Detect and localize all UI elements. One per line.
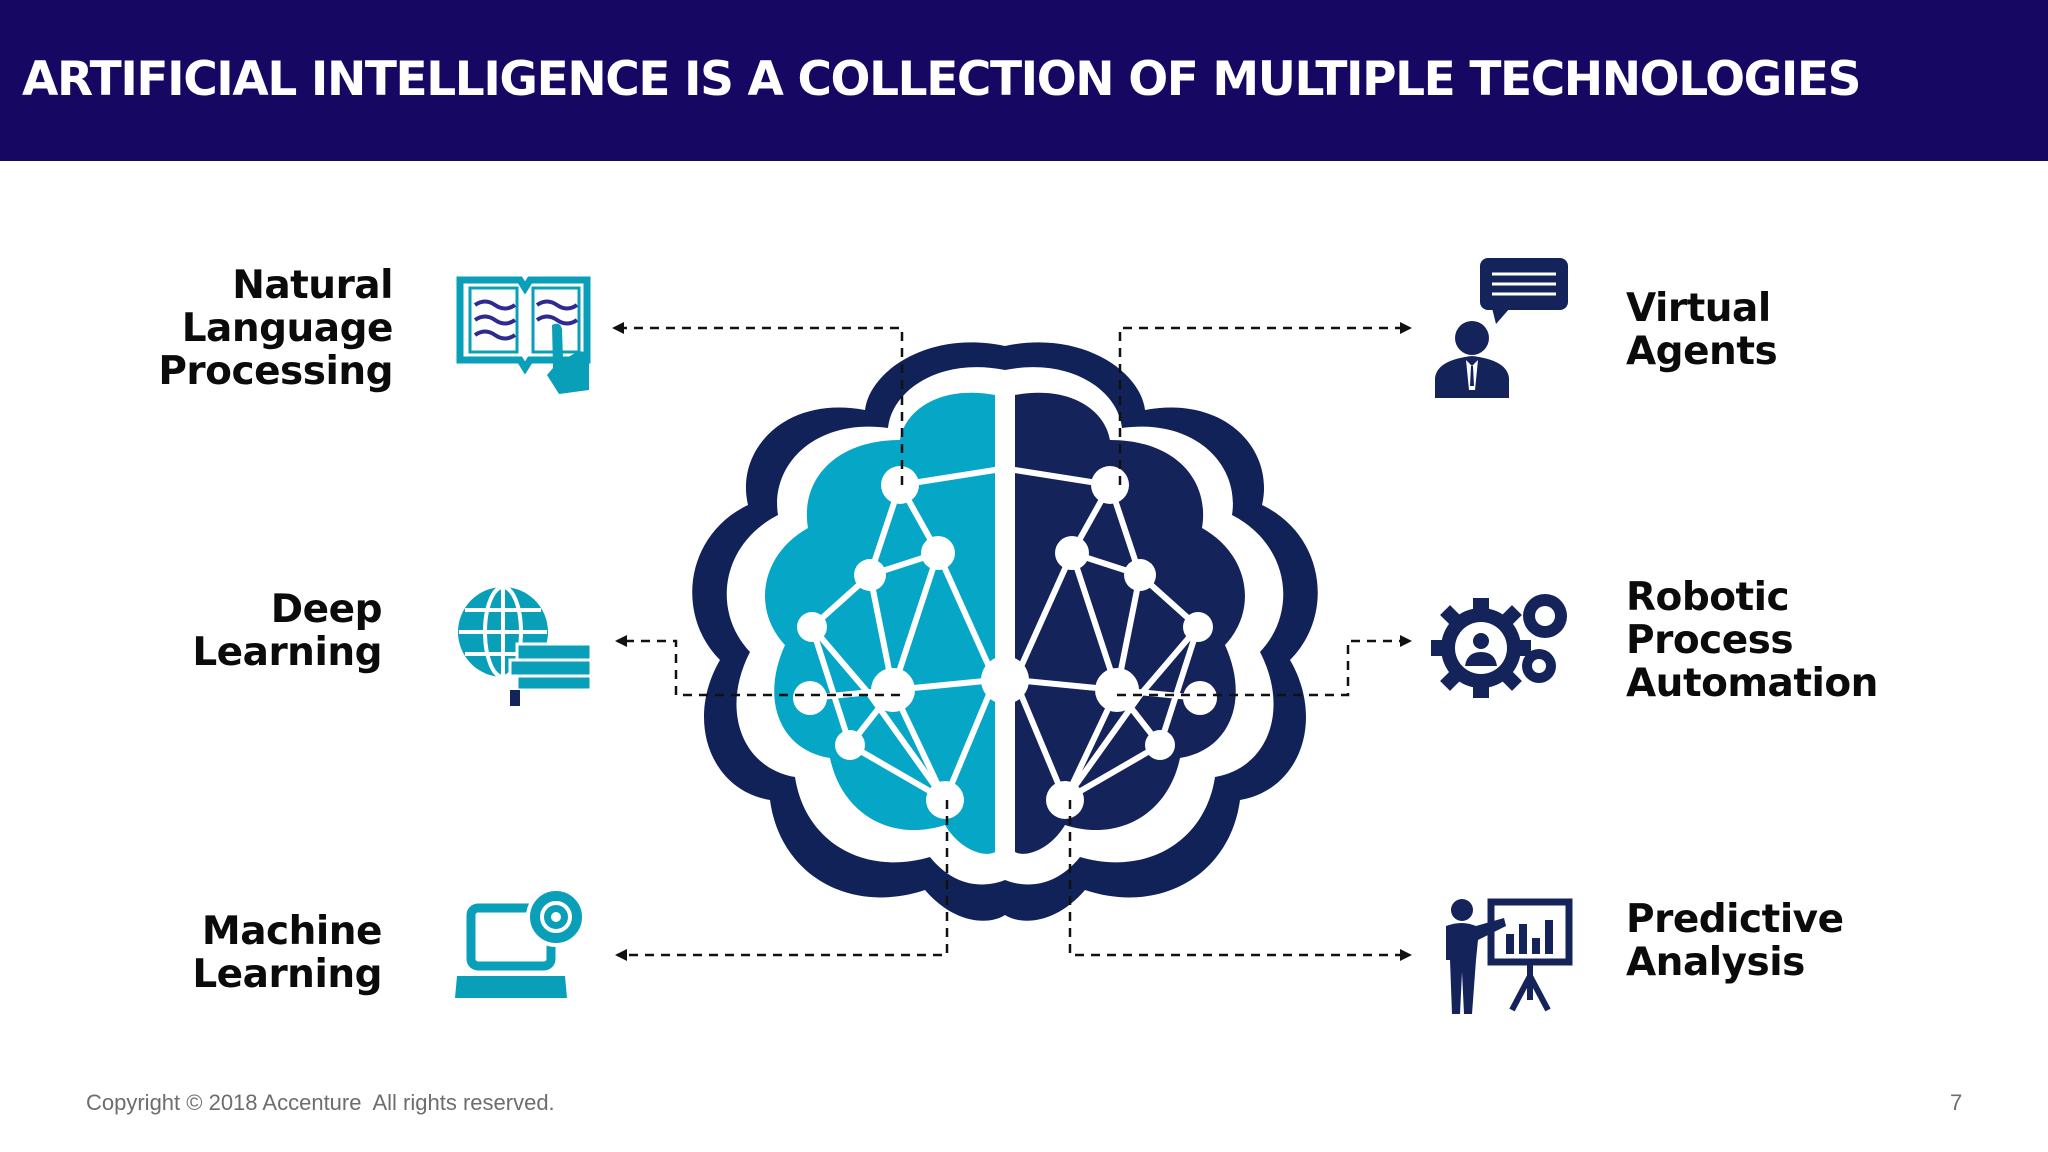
- label-line: Learning: [120, 953, 382, 996]
- label-robotic-process-automation: Robotic Process Automation: [1626, 576, 2006, 705]
- presenter-chart-icon: [1446, 899, 1569, 1014]
- label-line: Deep: [120, 588, 382, 631]
- gears-person-icon: [1431, 594, 1567, 698]
- copyright-notice: Copyright © 2018 Accenture All rights re…: [86, 1090, 555, 1116]
- label-line: Robotic: [1626, 576, 2006, 619]
- label-line: Agents: [1626, 330, 2006, 373]
- label-line: Processing: [120, 350, 393, 393]
- page-number: 7: [1950, 1090, 1962, 1116]
- label-line: Natural: [120, 264, 393, 307]
- label-line: Analysis: [1626, 941, 2006, 984]
- book-pointer-icon: [460, 280, 589, 394]
- agent-chat-icon: [1435, 258, 1568, 398]
- label-line: Automation: [1626, 662, 2006, 705]
- label-natural-language-processing: Natural Language Processing: [120, 264, 393, 393]
- globe-books-icon: [458, 587, 591, 706]
- label-line: Language: [120, 307, 393, 350]
- label-virtual-agents: Virtual Agents: [1626, 287, 2006, 373]
- label-line: Predictive: [1626, 898, 2006, 941]
- label-line: Process: [1626, 619, 2006, 662]
- laptop-disc-icon: [455, 889, 584, 998]
- brain-network-icon: [692, 342, 1318, 920]
- label-line: Machine: [120, 910, 382, 953]
- label-predictive-analysis: Predictive Analysis: [1626, 898, 2006, 984]
- label-deep-learning: Deep Learning: [120, 588, 382, 674]
- label-line: Virtual: [1626, 287, 2006, 330]
- brain-center-divider: [995, 380, 1015, 870]
- label-machine-learning: Machine Learning: [120, 910, 382, 996]
- label-line: Learning: [120, 631, 382, 674]
